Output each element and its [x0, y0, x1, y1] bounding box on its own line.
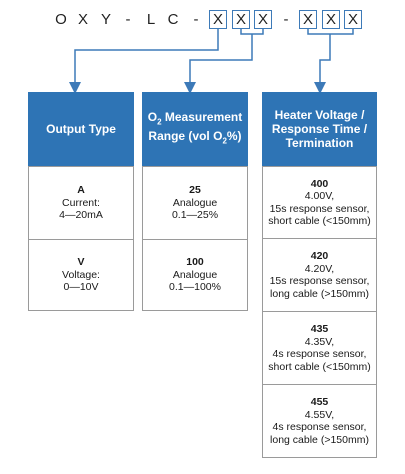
header-measurement-range: O2 Measurement Range (vol O2%) — [142, 92, 248, 166]
connector-arrows — [69, 29, 354, 94]
option-line: short cable (<150mm) — [268, 360, 371, 373]
header-output-type-label: Output Type — [46, 122, 116, 136]
list-item-heater-400: 400 4.00V, 15s response sensor, short ca… — [262, 166, 377, 239]
option-code: 420 — [310, 250, 329, 262]
option-line: 4.35V, — [304, 335, 335, 348]
option-line: 4s response sensor, — [272, 348, 367, 360]
connector-heater-bracket — [307, 29, 354, 35]
code-char-dash: - — [193, 11, 199, 28]
list-item-range-25: 25 Analogue 0.1—25% — [142, 166, 248, 240]
option-line: long cable (>150mm) — [270, 287, 369, 300]
connector-heater — [314, 34, 331, 94]
option-line: 4.55V, — [304, 408, 335, 421]
list-item-output-a: A Current: 4—20mA — [28, 166, 134, 240]
option-line: short cable (<150mm) — [268, 215, 371, 227]
option-code: 100 — [186, 256, 204, 269]
header-range-line1: O2 Measurement — [147, 109, 243, 126]
option-line: Voltage: — [62, 268, 100, 281]
option-line: 4s response sensor, — [272, 421, 367, 433]
code-char-l: L — [146, 11, 156, 28]
option-code: A — [77, 184, 85, 197]
code-char-dash: - — [125, 11, 131, 28]
option-line: 4—20mA — [59, 209, 103, 222]
code-box-output-type: X — [209, 10, 227, 29]
code-char-dash: - — [283, 11, 289, 28]
connector-range-bracket — [240, 29, 264, 35]
code-box-range-1: X — [232, 10, 250, 29]
option-line: 0—10V — [63, 281, 99, 294]
option-code: 400 — [310, 177, 329, 190]
list-item-heater-435: 435 4.35V, 4s response sensor, short cab… — [262, 311, 377, 385]
connector-output-type — [69, 29, 219, 94]
header-output-type: Output Type — [28, 92, 134, 166]
list-item-heater-420: 420 4.20V, 15s response sensor, long cab… — [262, 238, 377, 312]
option-line: Analogue — [172, 268, 218, 281]
code-box-heater-3: X — [344, 10, 362, 29]
option-line: 0.1—25% — [171, 209, 219, 222]
code-box-heater-1: X — [299, 10, 317, 29]
option-line: Current: — [62, 196, 100, 209]
code-char-x: X — [77, 11, 88, 28]
code-box-range-2: X — [254, 10, 272, 29]
part-number-code: O X Y - L C - X X X - X X X — [0, 8, 405, 34]
option-code: 455 — [310, 396, 329, 408]
option-line: 0.1—100% — [169, 281, 221, 294]
option-line: long cable (>150mm) — [270, 433, 369, 446]
code-char-y: Y — [100, 11, 111, 28]
option-line: 15s response sensor, — [269, 202, 370, 215]
list-item-output-v: V Voltage: 0—10V — [28, 239, 134, 311]
header-range-line2: Range (vol O2%) — [148, 129, 242, 146]
list-item-range-100: 100 Analogue 0.1—100% — [142, 239, 248, 311]
header-heater-line3: Termination — [285, 136, 354, 150]
header-heater-line2: Response Time / — [271, 122, 368, 136]
list-item-heater-455: 455 4.55V, 4s response sensor, long cabl… — [262, 384, 377, 458]
option-line: 15s response sensor, — [269, 275, 370, 287]
code-box-heater-2: X — [322, 10, 340, 29]
option-line: 4.20V, — [304, 262, 335, 275]
header-heater-line1: Heater Voltage / — [274, 108, 365, 122]
code-char-c: C — [167, 11, 179, 28]
header-heater-voltage: Heater Voltage / Response Time / Termina… — [262, 92, 377, 166]
option-code: 435 — [310, 323, 329, 335]
option-code: V — [77, 256, 85, 269]
connector-range — [184, 34, 253, 94]
code-char-o: O — [55, 11, 67, 28]
option-line: 4.00V, — [304, 190, 335, 202]
option-line: Analogue — [172, 196, 218, 209]
option-code: 25 — [189, 184, 201, 197]
